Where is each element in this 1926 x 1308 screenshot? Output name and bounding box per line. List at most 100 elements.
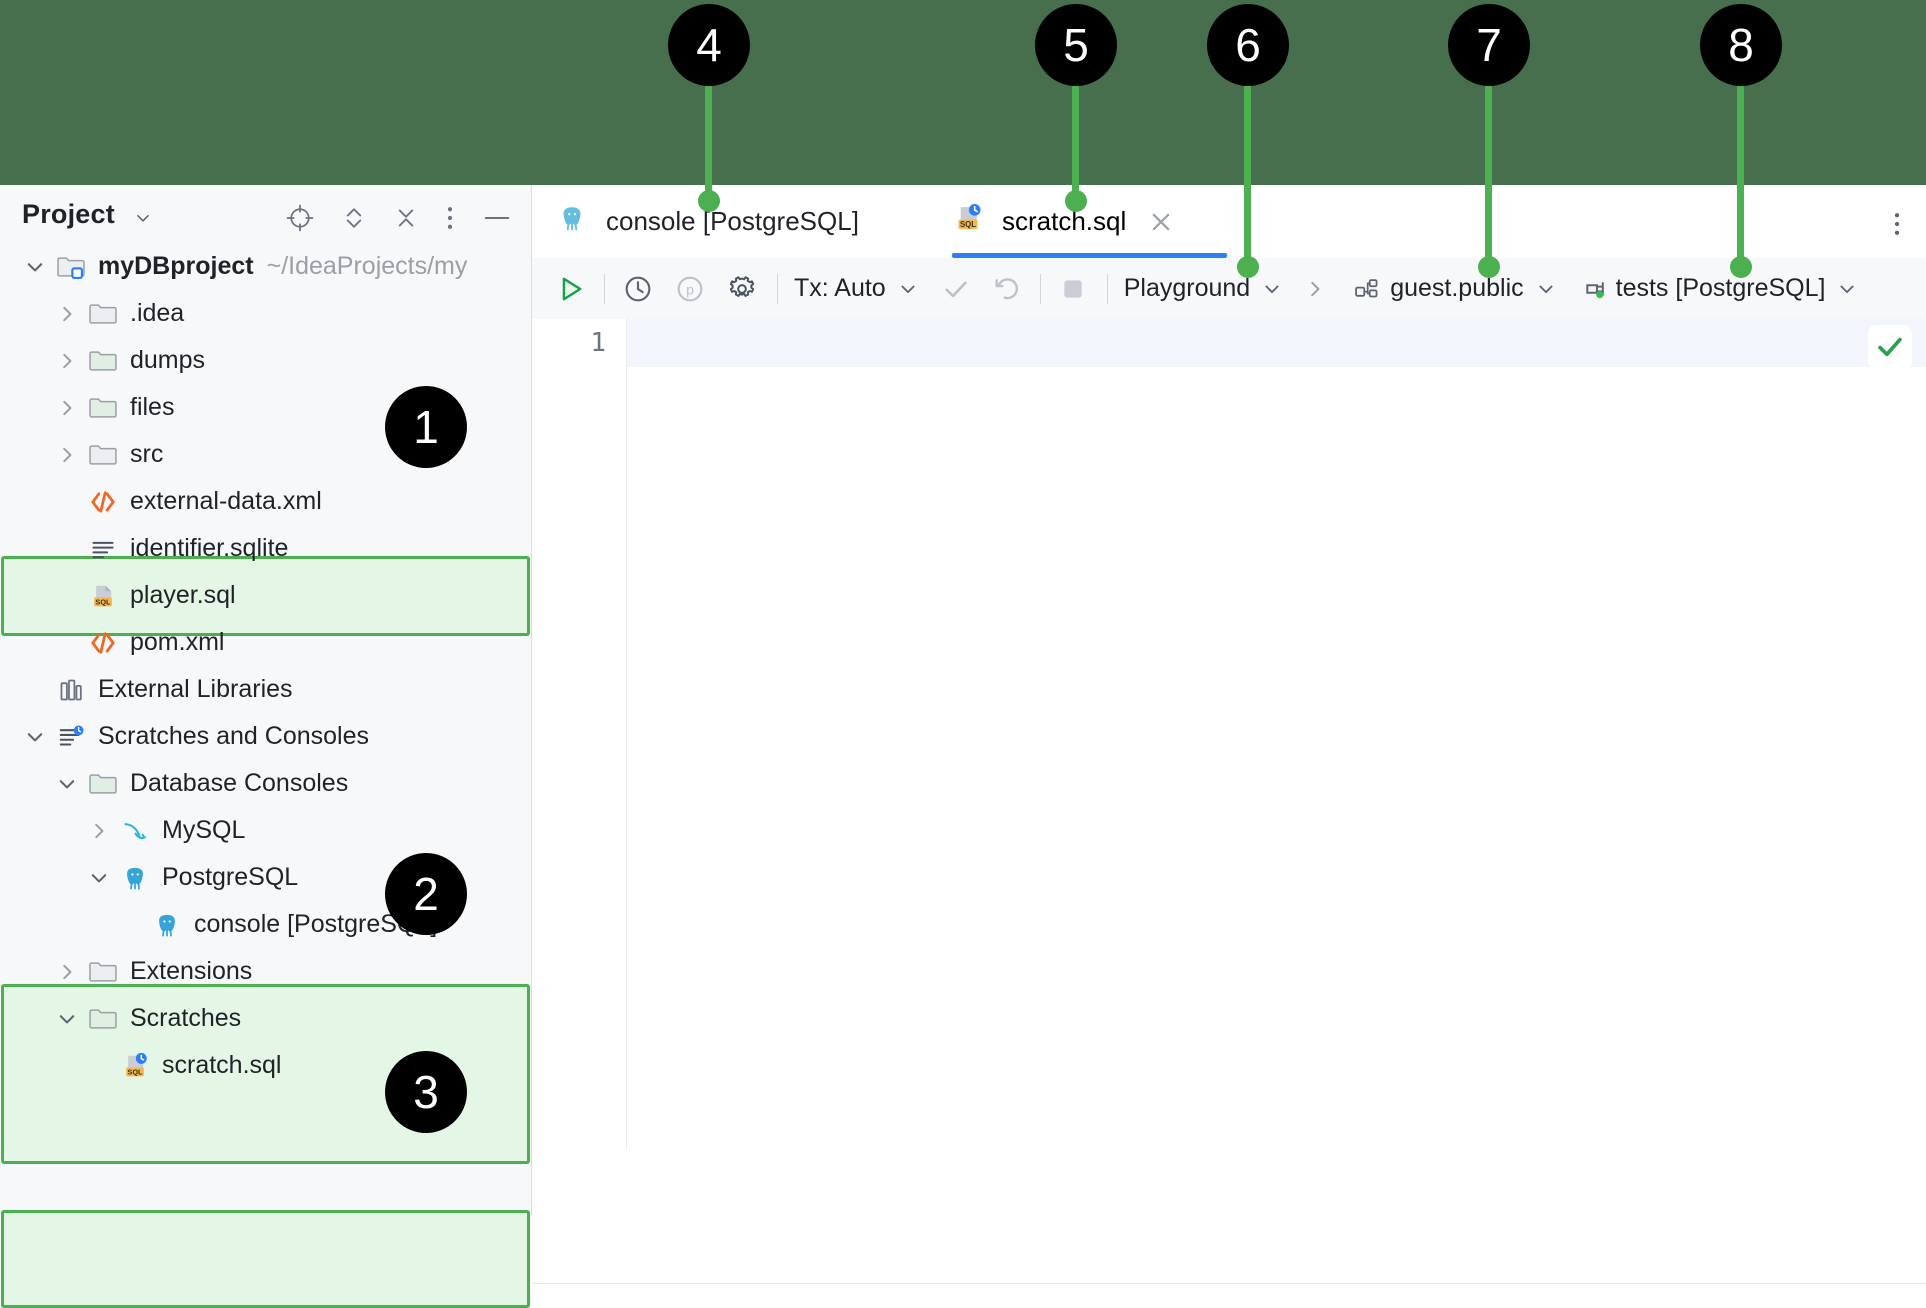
libraries-icon [56,676,86,704]
tree-item-label: Extensions [130,957,253,985]
tree-item-dumps[interactable]: dumps [0,337,532,384]
xml-file-icon [88,629,118,657]
chevron-right-icon[interactable] [56,350,78,372]
current-line-highlight [532,319,1926,367]
tab-label: console [PostgreSQL] [606,206,859,236]
chevron-right-icon[interactable] [56,961,78,983]
project-path: ~/IdeaProjects/my [266,252,468,280]
tree-item-postgresql[interactable]: PostgreSQL [0,854,532,901]
tree-item-label: Scratches and Consoles [98,722,369,750]
tab-console-postgresql[interactable]: console [PostgreSQL] [556,185,859,258]
parameters-icon: p [673,272,707,306]
highlight-box-1 [1,556,530,636]
chevron-right-icon[interactable] [56,303,78,325]
commit-button[interactable] [940,258,972,319]
chevron-right-icon[interactable] [56,444,78,466]
tree-item-pom-xml[interactable]: pom.xml [0,619,532,666]
stop-button[interactable] [1057,258,1089,319]
tree-item-extensions[interactable]: Extensions [0,948,532,995]
postgresql-icon [120,864,150,892]
callout-bubble-4: 4 [668,4,750,86]
postgresql-icon [152,911,182,939]
collapse-all-icon[interactable] [393,203,419,233]
tree-item-mysql[interactable]: MySQL [0,807,532,854]
chevron-down-icon[interactable] [88,867,110,889]
tree-item-identifier-sqlite[interactable]: identifier.sqlite [0,525,532,572]
tree-item-scratches-and-consoles[interactable]: Scratches and Consoles [0,713,532,760]
line-number: 1 [590,328,606,358]
tree-item-files[interactable]: files [0,384,532,431]
tree-item-label: myDBproject [98,252,254,280]
callout-dot-5 [1065,190,1087,212]
tree-item-database-consoles[interactable]: Database Consoles [0,760,532,807]
commit-icon [940,273,972,305]
locate-icon[interactable] [285,203,315,233]
rollback-button[interactable] [990,258,1022,319]
tree-item-src[interactable]: src [0,431,532,478]
tree-item-console-postgresql[interactable]: console [PostgreSQL] [0,901,532,948]
callout-stem-5 [1072,86,1079,200]
chevron-down-icon[interactable] [898,279,918,299]
tree-item-scratch-sql[interactable]: SQL scratch.sql [0,1042,532,1089]
mysql-icon [120,817,150,845]
callout-marker-2: 2 [385,853,467,935]
minimize-icon[interactable] [481,203,513,233]
schema-label: guest.public [1390,274,1524,302]
chevron-down-icon[interactable] [1837,279,1857,299]
chevron-down-icon[interactable] [24,256,46,278]
project-panel-header: Project [0,185,531,247]
tree-item-player-sql[interactable]: SQL player.sql [0,572,532,619]
chevron-right-icon[interactable] [56,397,78,419]
chevron-down-icon[interactable] [24,726,46,748]
chevron-right-icon [1311,281,1320,296]
tree-item-scratches[interactable]: Scratches [0,995,532,1042]
tree-item-mydbproject[interactable]: myDBproject ~/IdeaProjects/my [0,243,532,290]
chevron-down-icon[interactable] [134,209,152,227]
rollback-icon [990,273,1022,305]
toolbar-separator [1039,273,1041,304]
svg-text:SQL: SQL [960,220,976,229]
tree-item-label: Scratches [130,1004,242,1032]
tree-item-label: .idea [130,299,185,327]
console-toolbar: p Tx: Auto [532,258,1926,320]
sql-editor[interactable]: 1 [532,319,1926,1284]
schema-icon [1352,275,1382,303]
more-options-icon[interactable] [445,203,455,233]
expand-collapse-icon[interactable] [341,203,367,233]
callout-dot-6 [1237,256,1259,278]
sql-scratch-icon: SQL [952,203,984,240]
more-options-icon[interactable] [1892,209,1902,239]
tree-item-label: identifier.sqlite [130,534,289,562]
chevron-down-icon[interactable] [56,773,78,795]
callout-bubble-5: 5 [1035,4,1117,86]
inspection-ok-icon [1878,337,1902,357]
run-button[interactable] [554,258,588,319]
tree-item-label: files [130,393,175,421]
folder-icon [88,958,118,986]
callout-dot-7 [1478,256,1500,278]
tx-mode-dropdown[interactable]: Tx: Auto [794,258,918,319]
close-icon[interactable] [1148,209,1174,235]
tab-scratch-sql[interactable]: SQL scratch.sql [952,185,1174,258]
settings-button[interactable] [725,258,759,319]
datasource-icon [1582,275,1614,303]
chevron-down-icon[interactable] [1262,279,1282,299]
callout-stem-7 [1485,86,1492,266]
tree-item-external-data-xml[interactable]: external-data.xml [0,478,532,525]
parameters-button[interactable]: p [673,258,707,319]
tree-item-idea[interactable]: .idea [0,290,532,337]
chevron-down-icon[interactable] [1536,279,1556,299]
editor-tab-bar: console [PostgreSQL] SQL scratch.s [532,185,1926,259]
playground-label: Playground [1123,274,1251,302]
playground-dropdown[interactable]: Playground [1124,258,1282,319]
tree-item-label: MySQL [162,816,246,844]
editor-gutter[interactable] [532,319,627,1149]
chevron-right-icon[interactable] [88,820,110,842]
history-button[interactable] [621,258,655,319]
run-icon [554,272,588,306]
chevron-down-icon[interactable] [56,1008,78,1030]
tree-item-external-libraries[interactable]: External Libraries [0,666,532,713]
inspections-widget[interactable] [1868,325,1912,369]
schema-dropdown[interactable]: guest.public [1352,258,1555,319]
datasource-dropdown[interactable]: tests [PostgreSQL] [1582,258,1858,319]
